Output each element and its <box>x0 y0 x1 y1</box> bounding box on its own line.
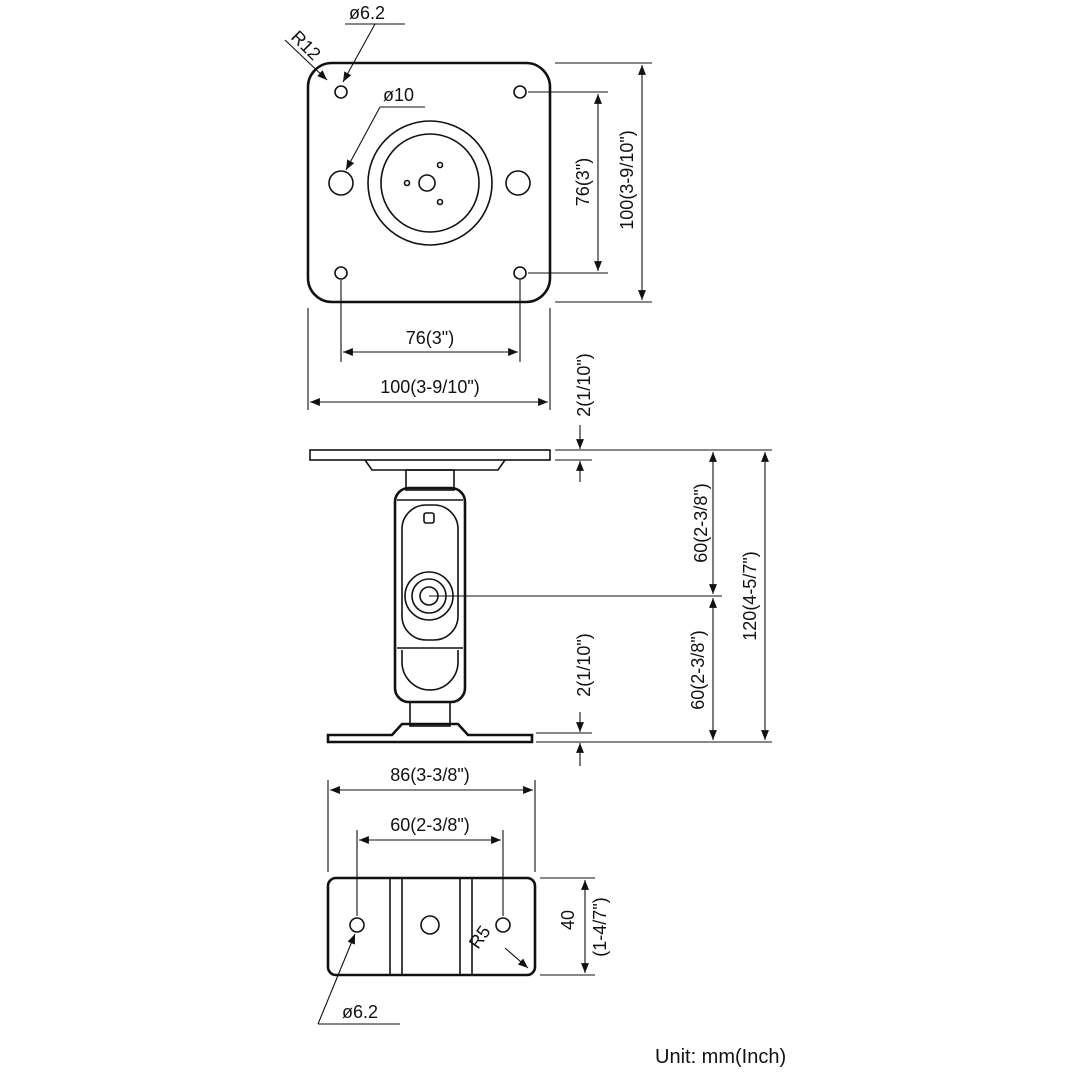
pin-hole <box>403 179 411 187</box>
arm-slot <box>401 504 459 641</box>
upper-column <box>405 469 455 491</box>
top-plate-outline <box>306 61 552 304</box>
base-hole-dia-label: ø6.2 <box>342 1002 378 1022</box>
upper-height-label: 60(2-3/8") <box>691 483 711 562</box>
lower-column <box>409 701 451 727</box>
base-depth-label: 40 <box>558 910 578 930</box>
hole-spacing-label: 60(2-3/8") <box>390 815 469 835</box>
base-width-label: 86(3-3/8") <box>390 765 469 785</box>
base-hole <box>349 917 365 933</box>
hole-spacing-h-label: 76(3") <box>406 328 454 348</box>
pin-hole <box>436 198 444 206</box>
top-flange <box>364 459 506 471</box>
top-view: ø6.2 R12 ø10 100(3-9/10") 76(3") 76(3") … <box>284 3 652 410</box>
plate-width-label: 100(3-9/10") <box>380 377 479 397</box>
center-boss-inner <box>380 133 480 233</box>
base-view: 86(3-3/8") 60(2-3/8") 40 (1-4/7") R5 ø6.… <box>317 765 610 1025</box>
total-height-label: 120(4-5/7") <box>740 551 760 640</box>
hole-small-dia-label: ø6.2 <box>349 3 385 23</box>
center-hole <box>418 174 436 192</box>
base-corner-radius-label: R5 <box>465 922 495 952</box>
leader-line <box>342 23 376 83</box>
center-boss-outer <box>367 120 493 246</box>
mount-hole <box>513 85 527 99</box>
base-center-hole <box>420 915 440 935</box>
base-depth-inch-label: (1-4/7") <box>590 897 610 956</box>
base-hole <box>495 917 511 933</box>
leader-line <box>504 947 529 969</box>
pin-hole <box>436 161 444 169</box>
unit-note: Unit: mm(Inch) <box>655 1046 786 1068</box>
plate-height-label: 100(3-9/10") <box>617 130 637 229</box>
hole-large-dia-label: ø10 <box>383 85 414 105</box>
base-plate-side <box>326 722 534 744</box>
large-hole <box>505 170 531 196</box>
mount-hole <box>334 266 348 280</box>
lower-slot <box>401 650 459 691</box>
leader-line <box>345 106 381 171</box>
mount-hole <box>334 85 348 99</box>
hole-spacing-v-label: 76(3") <box>573 158 593 206</box>
screw-icon <box>423 512 435 524</box>
top-plate-side <box>309 449 551 461</box>
mount-hole <box>513 266 527 280</box>
leader-line <box>284 39 328 81</box>
base-plate-outline <box>326 876 537 977</box>
lower-height-label: 60(2-3/8") <box>688 630 708 709</box>
top-plate-thickness-label: 2(1/10") <box>574 353 594 416</box>
large-hole <box>328 170 354 196</box>
bottom-plate-thickness-label: 2(1/10") <box>574 633 594 696</box>
leader-line <box>317 933 356 1025</box>
corner-radius-label: R12 <box>287 27 324 64</box>
side-view: 2(1/10") 2(1/10") 60(2-3/8") 60(2-3/8") … <box>309 353 772 766</box>
